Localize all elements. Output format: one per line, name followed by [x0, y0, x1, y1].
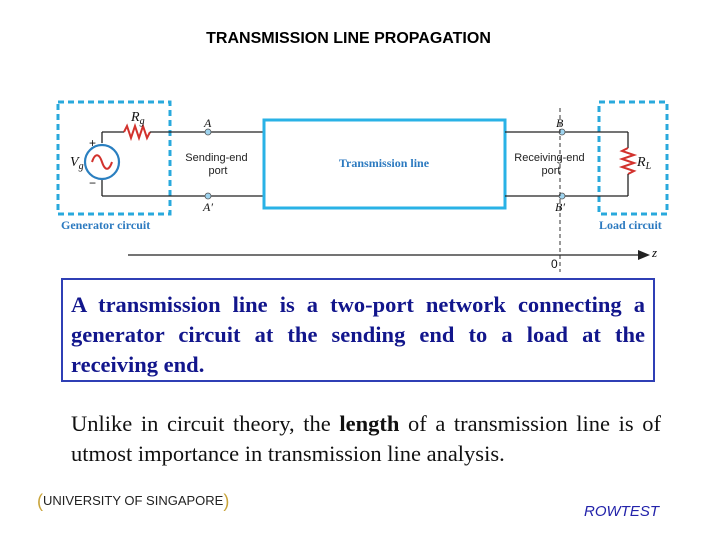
footer-close-paren: )	[223, 491, 230, 511]
receiving-end-label: Receiving-end port	[514, 152, 587, 177]
footer-author: ROWTEST	[584, 503, 659, 520]
sending-end-label: Sending-end port	[185, 152, 250, 177]
statement-text: A transmission line is a two-port networ…	[71, 292, 645, 377]
generator-circuit-box	[56, 100, 172, 216]
z-axis-arrowhead	[638, 250, 650, 260]
rg-label: Rg	[130, 110, 145, 127]
sine-wave-icon	[91, 154, 113, 170]
footer-source-text: UNIVERSITY OF SINGAPORE	[43, 493, 224, 508]
load-circuit-label: Load circuit	[599, 218, 662, 232]
note-part-2: of a transmission line is of utmost impo…	[71, 411, 661, 466]
rl-label: RL	[636, 155, 652, 172]
terminal-b-prime-label: B′	[555, 200, 565, 214]
slide-title: TRANSMISSION LINE PROPAGATION	[206, 30, 491, 47]
origin-label: 0	[551, 257, 558, 271]
rg-resistor	[123, 122, 151, 142]
transmission-line-label: Transmission line	[339, 156, 430, 170]
transmission-line-box	[262, 118, 507, 210]
note-text: Unlike in circuit theory, the length of …	[71, 409, 661, 469]
rl-resistor	[618, 147, 638, 175]
z-axis-label: z	[651, 245, 657, 260]
minus-sign: −	[89, 176, 96, 190]
plus-sign: +	[89, 136, 96, 150]
footer-open-paren: (	[37, 491, 43, 511]
statement-box: A transmission line is a two-port networ…	[61, 278, 655, 382]
note-emphasis: length	[339, 411, 400, 436]
terminal-a-label: A	[203, 116, 212, 130]
footer-source: (UNIVERSITY OF SINGAPORE)	[37, 491, 229, 512]
terminal-a-prime-label: A′	[202, 200, 213, 214]
note-part-1: Unlike in circuit theory, the	[71, 411, 340, 436]
transmission-line-diagram: Rg Vg + − A A′ Sending-end port Transmis…	[56, 100, 669, 272]
vg-label: Vg	[70, 155, 84, 172]
terminal-a-dot	[204, 128, 212, 136]
terminal-a-prime-dot	[204, 192, 212, 200]
load-circuit-box	[597, 100, 669, 216]
terminal-b-label: B	[556, 116, 564, 130]
generator-circuit-label: Generator circuit	[61, 218, 150, 232]
